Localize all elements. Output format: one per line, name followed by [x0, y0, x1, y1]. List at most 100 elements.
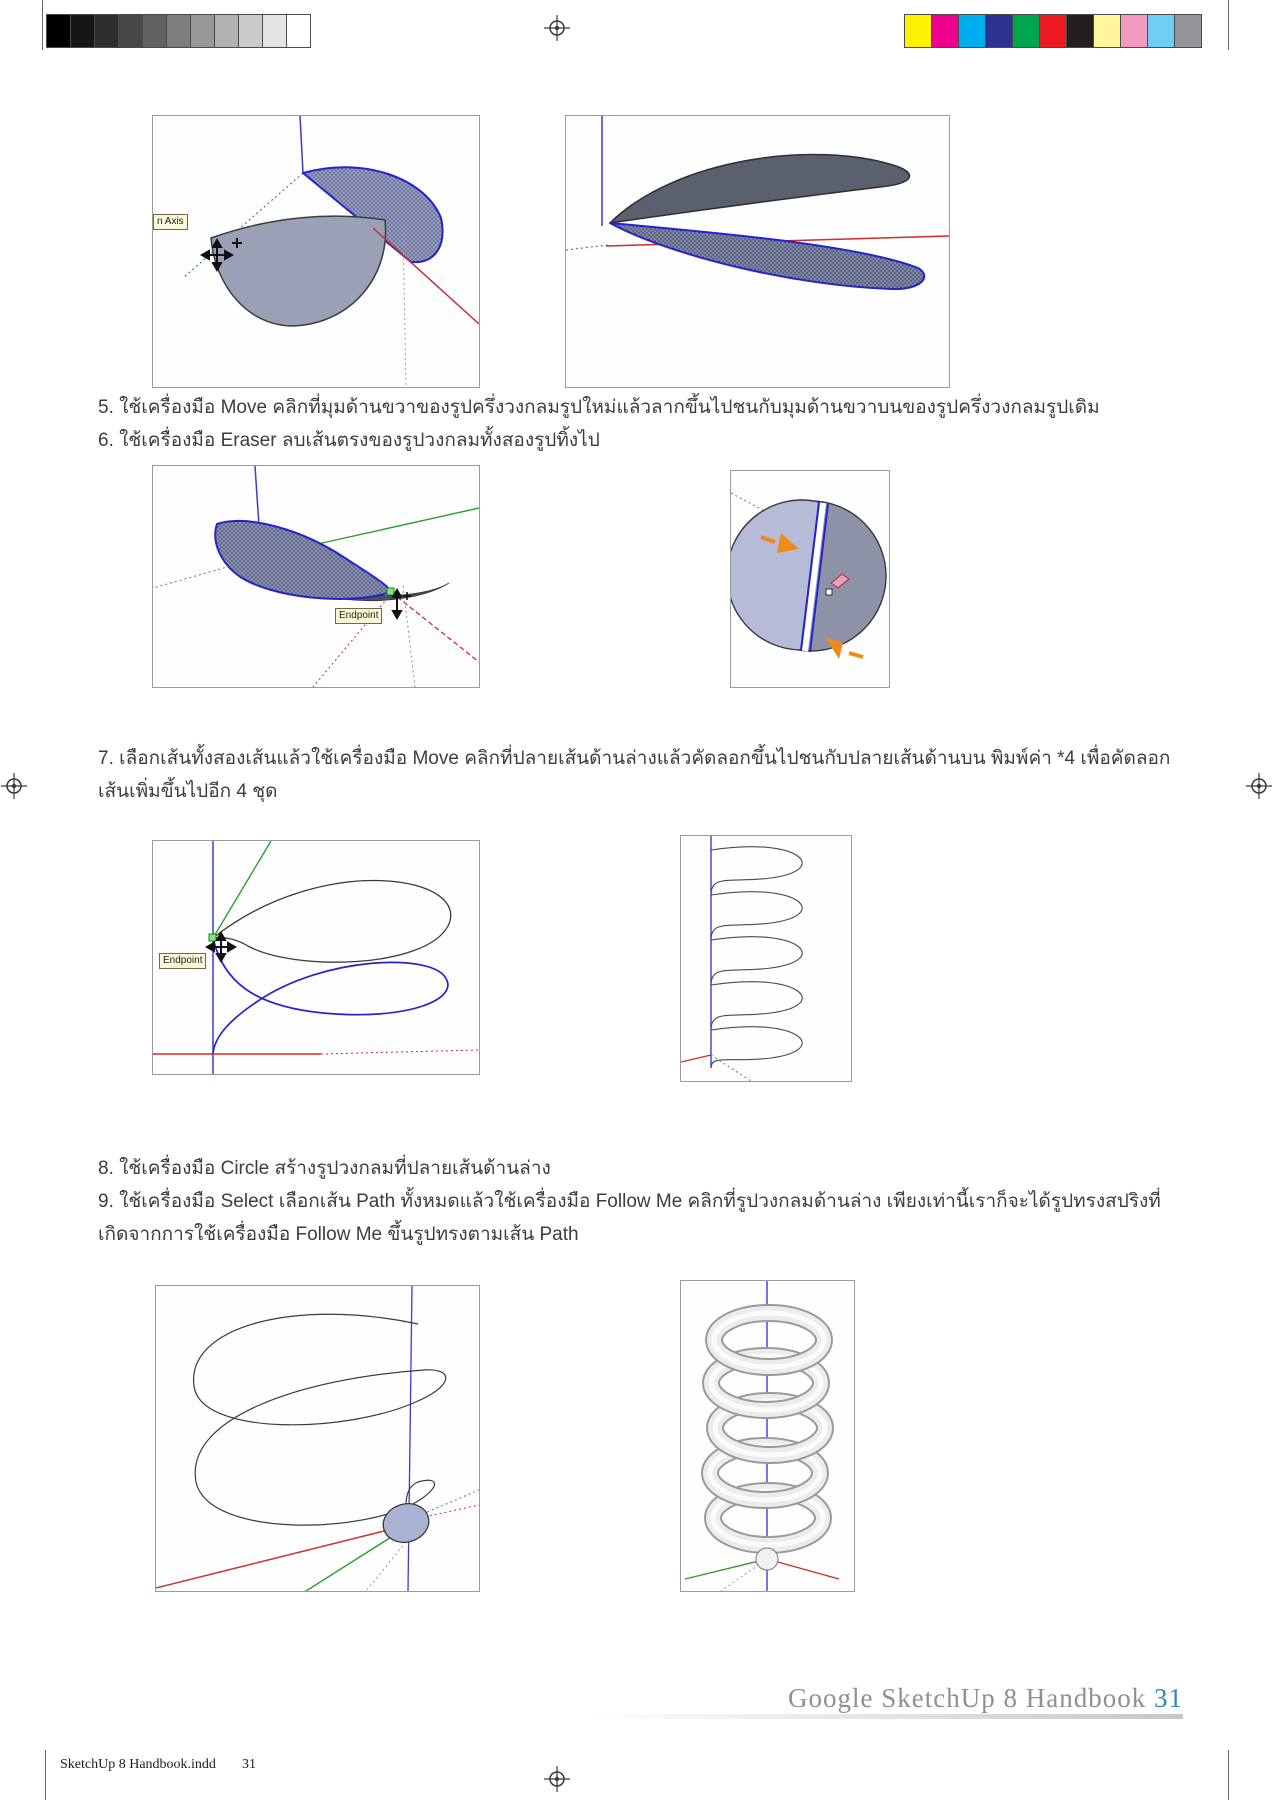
dotted-guide-vertical — [402, 585, 416, 687]
footer-gradient-rule — [583, 1714, 1183, 1719]
blue-axis — [299, 116, 304, 174]
inference-tooltip: n Axis — [153, 214, 188, 230]
step-6-text: 6. ใช้เครื่องมือ Eraser ลบเส้นตรงของรูปว… — [98, 430, 600, 451]
gray-inference-dotted — [720, 1558, 768, 1591]
circle-left-half — [731, 499, 820, 651]
helix-path — [710, 846, 803, 1069]
color-calibration-bar-swatch — [1120, 14, 1148, 48]
grayscale-calibration-bar-swatch — [46, 14, 71, 48]
color-calibration-bar-swatch — [1093, 14, 1121, 48]
grayscale-calibration-bar-swatch — [94, 14, 119, 48]
red-axis-dotted — [419, 1504, 479, 1519]
spring-tube-end — [755, 1547, 779, 1571]
blue-axis — [254, 466, 260, 527]
red-axis — [681, 1054, 712, 1063]
color-calibration-bar-swatch — [1012, 14, 1040, 48]
color-calibration-bar-swatch — [958, 14, 986, 48]
selected-leaf-face — [214, 520, 392, 600]
endpoint-marker — [208, 933, 217, 942]
green-axis — [212, 841, 272, 939]
grayscale-calibration-bar-swatch — [214, 14, 239, 48]
figure-halfcircles-joined — [565, 115, 950, 388]
selected-lower-blade — [609, 222, 926, 291]
upper-blade-face — [609, 153, 910, 224]
color-calibration-bar-swatch — [904, 14, 932, 48]
selected-halfcircle — [302, 166, 444, 264]
crop-mark-bottom-right — [1228, 1750, 1229, 1800]
color-calibration-bar-swatch — [1174, 14, 1202, 48]
grayscale-calibration-bar-swatch — [190, 14, 215, 48]
selected-loop-path — [212, 937, 449, 1054]
gray-halfcircle — [210, 215, 387, 327]
figure-copy-path: Endpoint — [152, 840, 480, 1075]
figure-circle-split — [730, 470, 890, 688]
gray-inference-dotted — [365, 1541, 407, 1591]
crop-mark-top-right — [1228, 0, 1229, 50]
red-axis — [766, 1558, 840, 1580]
split-edge-right — [809, 503, 829, 653]
eraser-cursor — [825, 573, 850, 596]
grayscale-calibration-bar-swatch — [238, 14, 263, 48]
orange-arrow-lower — [825, 637, 864, 659]
registration-mark-left — [1, 773, 27, 799]
red-axis — [372, 227, 479, 325]
color-calibration-bar-swatch — [1066, 14, 1094, 48]
color-calibration-bar — [904, 14, 1202, 48]
footer-title-text: Google SketchUp 8 Handbook — [788, 1683, 1147, 1713]
step-5-text: 5. ใช้เครื่องมือ Move คลิกที่มุมด้านขวาข… — [98, 397, 1100, 418]
green-axis — [684, 1558, 768, 1580]
move-cursor — [391, 587, 411, 621]
registration-mark-bottom — [544, 1766, 570, 1792]
figure-erased-path: Endpoint — [152, 465, 480, 688]
step-8-text: 8. ใช้เครื่องมือ Circle สร้างรูปวงกลมที่… — [98, 1158, 551, 1179]
red-axis — [156, 1528, 393, 1589]
endpoint-marker — [386, 587, 395, 596]
grayscale-calibration-bar-swatch — [262, 14, 287, 48]
slug-page-number: 31 — [241, 1757, 256, 1772]
print-slug: SketchUp 8 Handbook.indd 31 — [60, 1757, 256, 1773]
red-axis-dashed — [390, 591, 479, 663]
color-calibration-bar-swatch — [1147, 14, 1175, 48]
green-inference-line — [182, 172, 304, 279]
copied-loop-path — [212, 879, 452, 963]
grayscale-calibration-bar-swatch — [70, 14, 95, 48]
red-axis-dotted — [320, 1049, 479, 1055]
green-axis — [305, 1533, 397, 1591]
inference-tooltip: Endpoint — [159, 953, 207, 969]
slug-filename: SketchUp 8 Handbook.indd — [60, 1757, 216, 1772]
grayscale-calibration-bar — [46, 14, 311, 48]
grayscale-calibration-bar-swatch — [142, 14, 167, 48]
green-inference-line — [710, 1054, 752, 1081]
green-inference-dotted — [417, 1489, 479, 1517]
spring-solid — [701, 1304, 834, 1554]
green-inference-line — [566, 244, 609, 251]
figure-move-halfcircles: n Axis — [152, 115, 480, 388]
color-calibration-bar-swatch — [1039, 14, 1067, 48]
crop-mark-top-left — [42, 0, 43, 50]
split-edge-left — [800, 501, 820, 651]
move-cursor — [199, 237, 242, 273]
profile-circle — [382, 1503, 430, 1543]
figure-path-five-loops — [680, 835, 852, 1082]
registration-mark-right — [1246, 773, 1272, 799]
dotted-guide-vertical — [402, 227, 407, 387]
grayscale-calibration-bar-swatch — [166, 14, 191, 48]
erased-gap — [802, 502, 826, 652]
inference-tooltip: Endpoint — [335, 608, 383, 624]
figure-path-with-circle — [155, 1285, 480, 1592]
footer-page-number: 31 — [1154, 1683, 1183, 1713]
grayscale-calibration-bar-swatch — [118, 14, 143, 48]
blue-axis — [407, 1286, 413, 1591]
move-cursor — [204, 930, 238, 964]
crop-mark-bottom-left — [45, 1750, 46, 1800]
grayscale-calibration-bar-swatch — [286, 14, 311, 48]
figure-spring-result — [680, 1280, 855, 1592]
step-7-text: 7. เลือกเส้นทั้งสองเส้นแล้วใช้เครื่องมือ… — [98, 748, 1171, 802]
orange-arrow-upper — [760, 533, 799, 553]
registration-mark-top — [544, 15, 570, 41]
step-9-text: 9. ใช้เครื่องมือ Select เลือกเส้น Path ท… — [98, 1191, 1161, 1245]
helix-path — [193, 1313, 447, 1526]
color-calibration-bar-swatch — [985, 14, 1013, 48]
footer-book-title: Google SketchUp 8 Handbook 31 — [583, 1683, 1183, 1714]
